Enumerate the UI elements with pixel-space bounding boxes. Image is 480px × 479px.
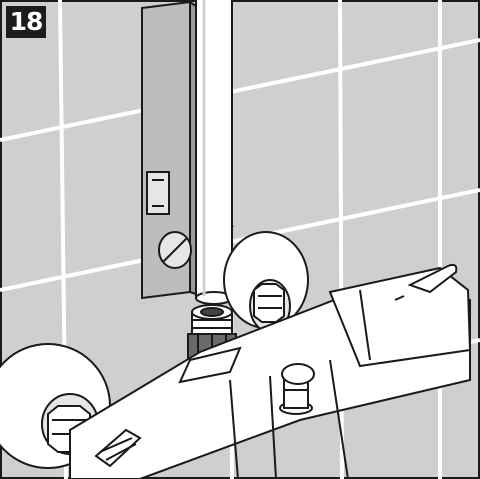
diverter-knob — [279, 363, 315, 415]
step-number-badge: 18 — [6, 6, 46, 38]
wall-slide-bracket — [141, 0, 197, 300]
thermostatic-bath-mixer — [69, 263, 472, 479]
riser-pipe — [195, 0, 233, 305]
